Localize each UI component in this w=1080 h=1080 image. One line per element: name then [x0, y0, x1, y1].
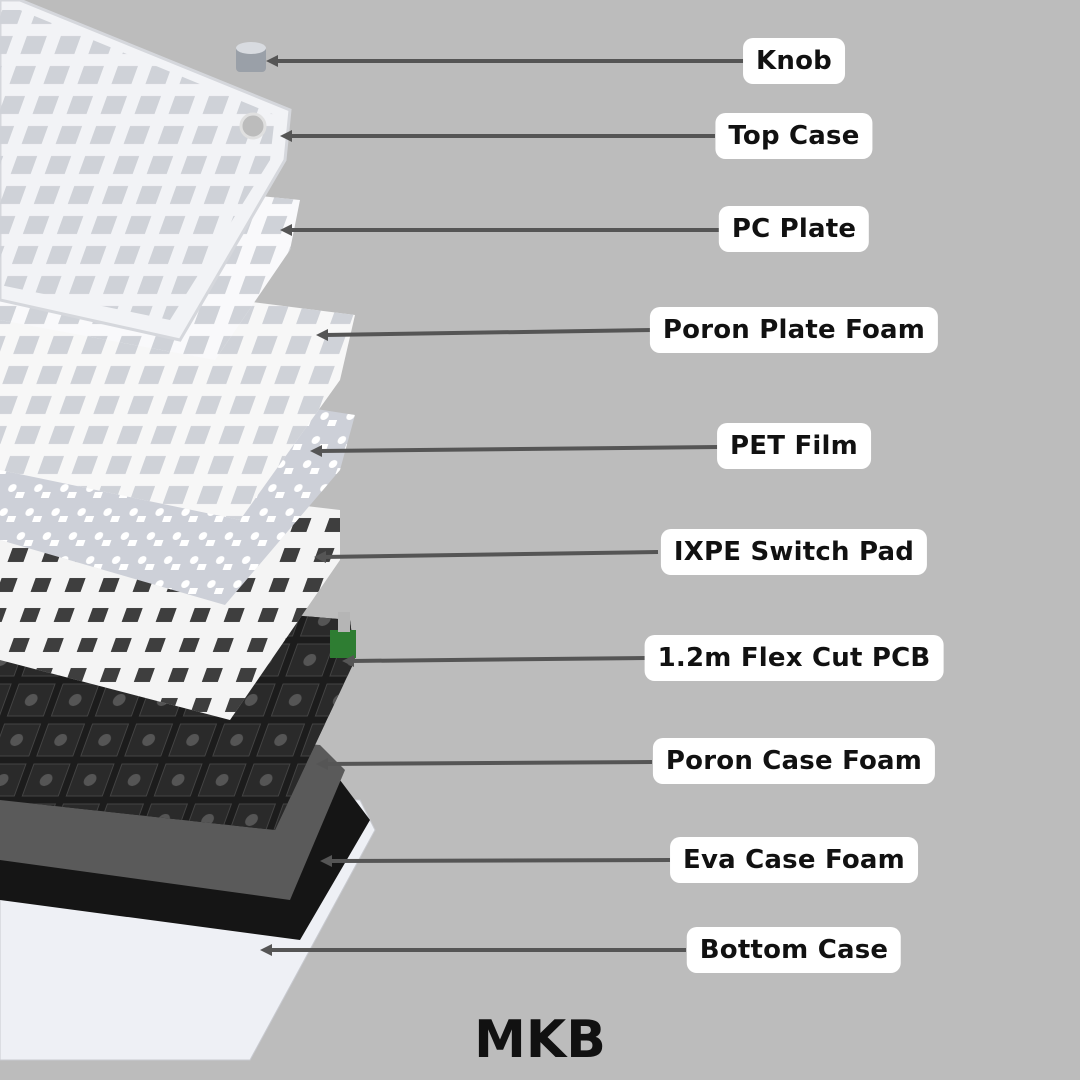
label-knob: Knob: [743, 38, 845, 84]
leader-lines: [260, 55, 745, 956]
label-bottom-case: Bottom Case: [686, 927, 902, 973]
label-flex-cut-pcb: 1.2m Flex Cut PCB: [644, 635, 944, 681]
label-eva-case-foam: Eva Case Foam: [670, 837, 918, 883]
encoder: [330, 630, 356, 658]
label-top-case: Top Case: [715, 113, 873, 159]
label-ixpe-switch-pad: IXPE Switch Pad: [660, 529, 928, 575]
knob: [236, 42, 266, 72]
brand-logo: MKB: [474, 1010, 606, 1070]
label-pet-film: PET Film: [717, 423, 871, 469]
top-case-layer: [0, 0, 292, 342]
label-poron-case-foam: Poron Case Foam: [652, 738, 936, 784]
label-poron-plate-foam: Poron Plate Foam: [649, 307, 939, 353]
label-pc-plate: PC Plate: [718, 206, 870, 252]
